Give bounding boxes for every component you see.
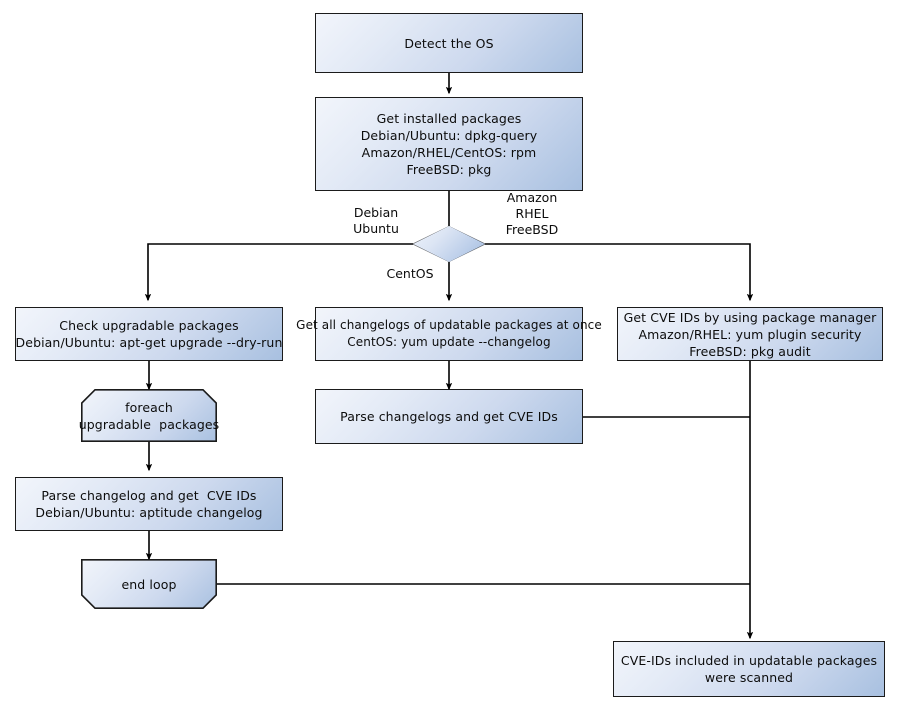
edge-label-amazon-rhel-freebsd: Amazon RHEL FreeBSD — [505, 190, 559, 237]
node-get-installed-packages-label: Get installed packages Debian/Ubuntu: dp… — [360, 111, 538, 177]
node-foreach-upgradable-packages-label: foreach upgradable packages — [78, 399, 220, 432]
node-end-loop-label: end loop — [121, 576, 177, 592]
node-detect-os[interactable]: Detect the OS — [315, 13, 583, 73]
node-get-all-changelogs-label: Get all changelogs of updatable packages… — [296, 318, 602, 349]
node-parse-changelog-single-label: Parse changelog and get CVE IDs Debian/U… — [35, 488, 263, 520]
node-os-decision[interactable] — [413, 226, 485, 262]
node-parse-changelogs-bulk[interactable]: Parse changelogs and get CVE IDs — [315, 389, 583, 444]
edge-label-debian-ubuntu: Debian Ubuntu — [353, 205, 399, 236]
node-scanned-result[interactable]: CVE-IDs included in updatable packages w… — [613, 641, 885, 697]
node-get-installed-packages[interactable]: Get installed packages Debian/Ubuntu: dp… — [315, 97, 583, 191]
node-check-upgradable-packages-label: Check upgradable packages Debian/Ubuntu:… — [15, 318, 283, 350]
node-foreach-upgradable-packages[interactable]: foreach upgradable packages — [78, 389, 220, 442]
edge-label-centos: CentOS — [386, 266, 434, 281]
node-scanned-result-label: CVE-IDs included in updatable packages w… — [620, 653, 878, 685]
node-get-all-changelogs[interactable]: Get all changelogs of updatable packages… — [296, 307, 602, 361]
node-parse-changelogs-bulk-label: Parse changelogs and get CVE IDs — [340, 409, 558, 424]
node-detect-os-label: Detect the OS — [404, 35, 494, 51]
edge-decision-to-pkgmgr — [485, 243, 754, 302]
node-get-cve-ids-package-manager-label: Get CVE IDs by using package manager Ama… — [623, 309, 877, 359]
node-check-upgradable-packages[interactable]: Check upgradable packages Debian/Ubuntu:… — [15, 307, 283, 361]
node-parse-changelog-single[interactable]: Parse changelog and get CVE IDs Debian/U… — [15, 477, 283, 531]
node-get-cve-ids-package-manager[interactable]: Get CVE IDs by using package manager Ama… — [617, 307, 883, 361]
edge-decision-to-check-upgradable — [144, 243, 413, 302]
node-end-loop[interactable]: end loop — [81, 559, 217, 609]
